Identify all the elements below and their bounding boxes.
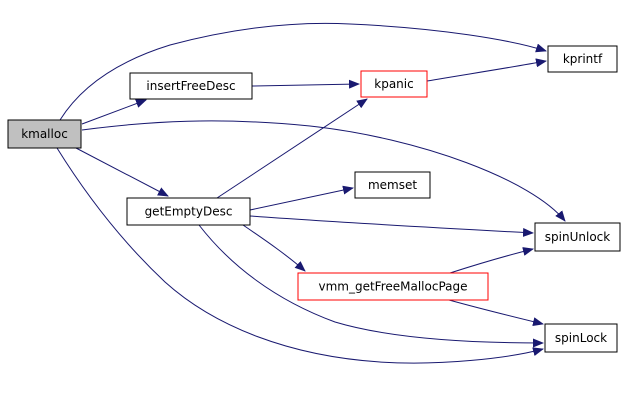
node-box-spinUnlock[interactable]	[534, 222, 621, 252]
nodes-layer: kmalloc insertFreeDesc kpanic kprintf memset…	[7, 45, 621, 353]
edge-getEmptyDesc-to-kpanic	[216, 98, 368, 199]
node-kmalloc: kmalloc	[7, 119, 82, 149]
node-kprintf[interactable]: kprintf	[547, 45, 618, 73]
node-box-getEmptyDesc[interactable]	[126, 197, 251, 226]
node-box-spinLock[interactable]	[544, 323, 618, 353]
node-box-kprintf[interactable]	[547, 45, 618, 73]
node-vmm_getFreeMallocPage[interactable]: vmm_getFreeMallocPage	[297, 272, 489, 301]
node-box-vmm_getFreeMallocPage[interactable]	[297, 272, 489, 301]
edge-kmalloc-to-insertFreeDesc	[81, 99, 147, 125]
node-spinLock[interactable]: spinLock	[544, 323, 618, 353]
node-insertFreeDesc[interactable]: insertFreeDesc	[129, 72, 253, 100]
edge-kmalloc-to-getEmptyDesc	[75, 147, 169, 197]
node-label-kmalloc: kmalloc	[21, 127, 68, 141]
edge-kpanic-to-kprintf	[426, 58, 547, 82]
node-box-kpanic[interactable]	[360, 70, 428, 98]
edge-vmm_getFreeMallocPage-to-spinUnlock	[449, 247, 534, 274]
node-getEmptyDesc[interactable]: getEmptyDesc	[126, 197, 251, 226]
node-label-kpanic: kpanic	[374, 77, 413, 91]
edge-kmalloc-to-spinLock	[56, 147, 544, 364]
edge-insertFreeDesc-to-kpanic	[251, 79, 360, 89]
edge-vmm_getFreeMallocPage-to-spinLock	[448, 299, 544, 327]
node-label-kprintf: kprintf	[563, 52, 603, 66]
edge-getEmptyDesc-to-memset	[249, 185, 354, 211]
node-spinUnlock[interactable]: spinUnlock	[534, 222, 621, 252]
node-box-memset[interactable]	[354, 171, 431, 199]
node-box-kmalloc	[7, 119, 82, 149]
node-box-insertFreeDesc[interactable]	[129, 72, 253, 100]
edges-layer	[56, 22, 566, 364]
node-kpanic[interactable]: kpanic	[360, 70, 428, 98]
edge-kmalloc-to-spinUnlock	[81, 120, 566, 222]
node-memset[interactable]: memset	[354, 171, 431, 199]
edge-getEmptyDesc-to-spinUnlock	[249, 215, 534, 237]
edge-kmalloc-to-kprintf	[59, 22, 547, 121]
node-label-memset: memset	[368, 178, 417, 192]
node-label-spinLock: spinLock	[555, 331, 607, 345]
edge-getEmptyDesc-to-vmm_getFreeMallocPage	[242, 224, 306, 272]
node-label-spinUnlock: spinUnlock	[545, 230, 610, 244]
edge-getEmptyDesc-to-spinLock	[198, 224, 544, 348]
node-label-vmm_getFreeMallocPage: vmm_getFreeMallocPage	[318, 280, 467, 294]
node-label-insertFreeDesc: insertFreeDesc	[146, 79, 235, 93]
node-label-getEmptyDesc: getEmptyDesc	[145, 205, 233, 219]
